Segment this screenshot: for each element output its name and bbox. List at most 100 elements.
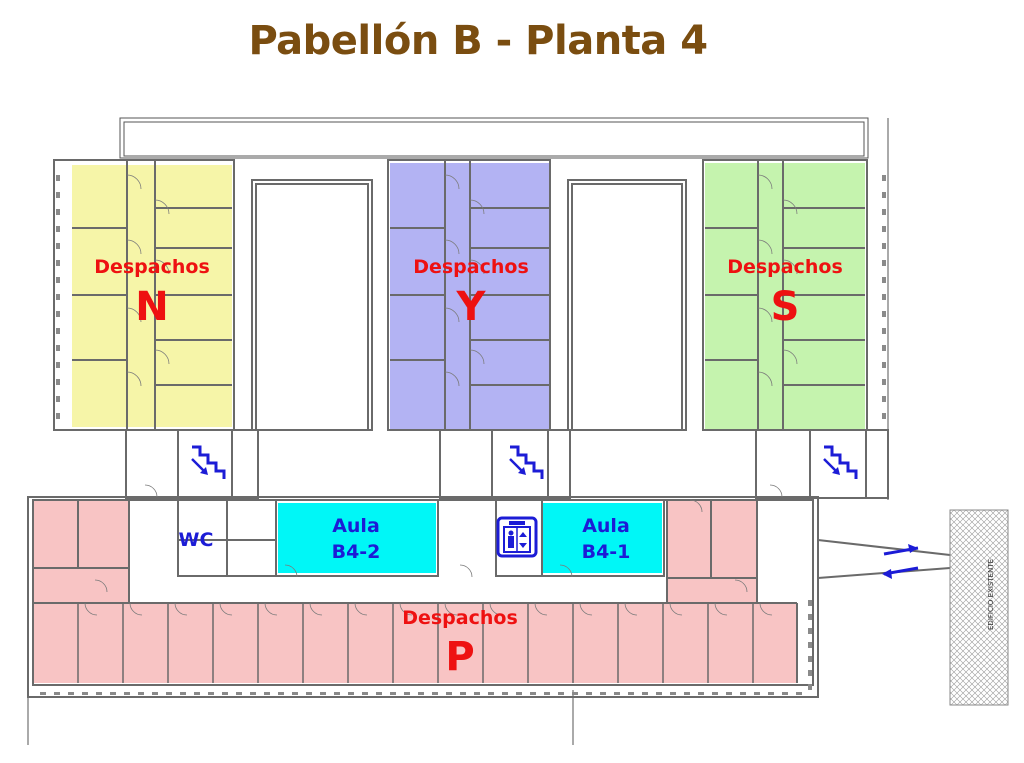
door-swing — [689, 499, 703, 513]
window-mark — [432, 692, 438, 695]
window-mark — [882, 345, 886, 351]
door-swing — [219, 602, 233, 616]
window-mark — [56, 294, 60, 300]
zone-s-letter: S — [771, 284, 800, 330]
aula-b41-fill — [542, 503, 662, 573]
window-mark — [882, 243, 886, 249]
wc-label: WC — [179, 529, 214, 551]
window-mark — [882, 413, 886, 419]
window-mark — [882, 277, 886, 283]
window-mark — [250, 692, 256, 695]
window-mark — [334, 692, 340, 695]
window-mark — [684, 692, 690, 695]
window-mark — [600, 692, 606, 695]
window-mark — [460, 692, 466, 695]
door-swing — [669, 602, 683, 616]
door-swing — [154, 199, 170, 215]
stairs-icon — [823, 445, 858, 479]
window-mark — [726, 692, 732, 695]
window-mark — [56, 396, 60, 402]
door-swing — [126, 371, 142, 387]
door-swing — [444, 174, 460, 190]
window-mark — [404, 692, 410, 695]
window-mark — [56, 379, 60, 385]
window-mark — [278, 692, 284, 695]
window-mark — [138, 692, 144, 695]
facade-marks — [40, 175, 886, 695]
window-mark — [56, 345, 60, 351]
door-swing — [144, 484, 158, 498]
door-swing — [129, 602, 143, 616]
door-swing — [782, 199, 798, 215]
window-mark — [56, 260, 60, 266]
door-swing — [154, 259, 170, 275]
window-mark — [882, 260, 886, 266]
door-swing — [489, 602, 503, 616]
window-mark — [194, 692, 200, 695]
aula-b41-line2: B4-1 — [582, 541, 631, 563]
window-mark — [222, 692, 228, 695]
zone-n-letter: N — [135, 284, 168, 330]
window-mark — [882, 362, 886, 368]
zone-y-label: Despachos — [413, 256, 529, 278]
window-mark — [56, 243, 60, 249]
door-swing — [264, 602, 278, 616]
window-mark — [446, 692, 452, 695]
window-mark — [516, 692, 522, 695]
window-mark — [264, 692, 270, 695]
window-mark — [882, 209, 886, 215]
door-swing — [624, 602, 638, 616]
zone-s-label: Despachos — [727, 256, 843, 278]
window-mark — [56, 226, 60, 232]
window-mark — [152, 692, 158, 695]
window-mark — [56, 413, 60, 419]
door-swing — [399, 602, 413, 616]
aula-b42-fill — [278, 503, 436, 573]
window-mark — [754, 692, 760, 695]
window-mark — [292, 692, 298, 695]
door-swing — [126, 174, 142, 190]
page-title: Pabellón B - Planta 4 — [248, 18, 708, 64]
window-mark — [488, 692, 494, 695]
window-mark — [96, 692, 102, 695]
door-swing — [469, 349, 485, 365]
elevator-icon — [496, 516, 538, 558]
door-swing — [757, 239, 773, 255]
window-mark — [362, 692, 368, 695]
aula-b42-line2: B4-2 — [332, 541, 381, 563]
connection-arrows-icon — [882, 544, 919, 579]
window-mark — [882, 328, 886, 334]
window-mark — [808, 656, 812, 662]
window-mark — [54, 692, 60, 695]
window-mark — [376, 692, 382, 695]
window-mark — [628, 692, 634, 695]
window-mark — [124, 692, 130, 695]
window-mark — [642, 692, 648, 695]
door-swing — [84, 602, 98, 616]
zone-p-label: Despachos — [402, 607, 518, 629]
window-mark — [670, 692, 676, 695]
aula-b41-line1: Aula — [582, 515, 630, 537]
window-mark — [68, 692, 74, 695]
zone-y-letter: Y — [456, 284, 487, 330]
door-swing — [94, 579, 108, 593]
door-swing — [126, 307, 142, 323]
door-swing — [174, 602, 188, 616]
window-mark — [56, 277, 60, 283]
window-mark — [656, 692, 662, 695]
window-mark — [882, 226, 886, 232]
window-mark — [320, 692, 326, 695]
window-mark — [180, 692, 186, 695]
window-mark — [306, 692, 312, 695]
door-swing — [154, 349, 170, 365]
door-swing — [309, 602, 323, 616]
walls — [27, 159, 951, 698]
window-mark — [882, 396, 886, 402]
door-swing — [444, 371, 460, 387]
zone-p-fill — [33, 500, 797, 683]
door-swing — [444, 307, 460, 323]
window-mark — [40, 692, 46, 695]
door-swing — [782, 259, 798, 275]
window-mark — [236, 692, 242, 695]
window-mark — [882, 379, 886, 385]
